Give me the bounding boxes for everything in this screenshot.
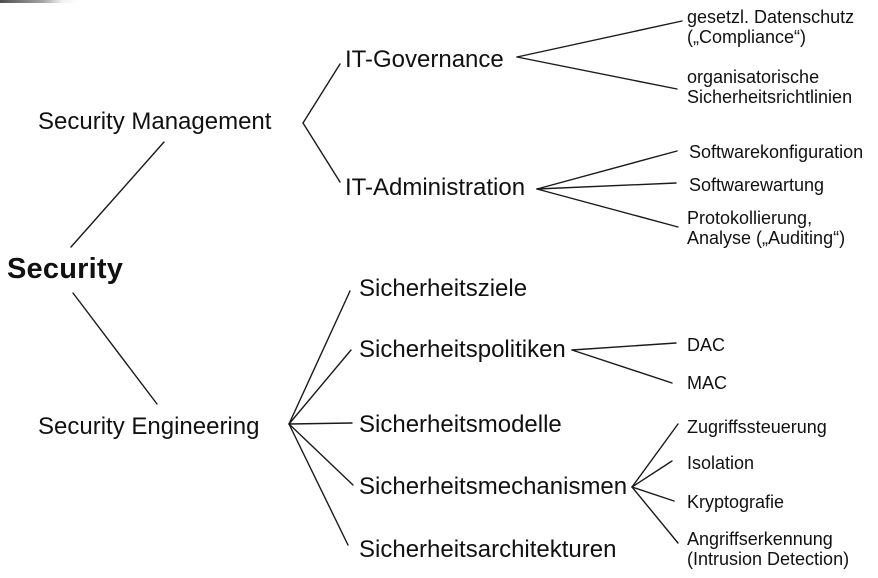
node-it-administration: IT-Administration <box>345 174 526 201</box>
leaf-dac: DAC <box>687 335 726 355</box>
leaf-isolation: Isolation <box>687 453 755 473</box>
edge-governance-richtlinien <box>516 56 678 90</box>
node-sicherheitsziele: Sicherheitsziele <box>359 275 528 302</box>
edge-administration-protokollierung <box>536 188 679 228</box>
edge-mechanismen-kryptografie <box>631 486 675 502</box>
screen-edge-artifact <box>0 0 78 3</box>
leaf-protokollierung-analyse-auditing: Protokollierung, Analyse („Auditing“) <box>687 208 846 248</box>
leaf-kryptografie: Kryptografie <box>687 492 785 512</box>
edge-root-management <box>70 141 165 248</box>
edge-administration-wartung <box>536 182 677 190</box>
edge-mechanismen-isolation <box>631 460 673 488</box>
node-sicherheitspolitiken: Sicherheitspolitiken <box>359 336 566 363</box>
edge-politiken-dac <box>571 342 677 351</box>
edge-engineering-mechanismen <box>288 423 354 486</box>
edge-engineering-ziele <box>288 290 351 425</box>
leaf-organisatorische-sicherheitsrichtlinien: organisatorische Sicherheitsrichtlinien <box>687 67 853 107</box>
edge-mechanismen-angriffserkennung <box>631 486 679 544</box>
edge-mechanismen-zugriffssteuerung <box>631 423 679 488</box>
edge-administration-konfiguration <box>536 150 678 190</box>
edge-management-administration <box>302 122 341 183</box>
node-it-governance: IT-Governance <box>345 46 504 73</box>
node-security-management: Security Management <box>38 108 272 135</box>
leaf-mac: MAC <box>687 373 727 393</box>
leaf-softwarewartung: Softwarewartung <box>689 175 825 195</box>
leaf-zugriffssteuerung: Zugriffssteuerung <box>687 417 827 437</box>
edge-politiken-mac <box>571 349 673 384</box>
edge-engineering-architekturen <box>288 423 349 546</box>
edge-governance-datenschutz <box>516 20 683 58</box>
edge-root-engineering <box>72 292 158 405</box>
leaf-softwarekonfiguration: Softwarekonfiguration <box>689 142 864 162</box>
node-sicherheitsarchitekturen: Sicherheitsarchitekturen <box>359 536 617 563</box>
node-sicherheitsmechanismen: Sicherheitsmechanismen <box>359 473 628 500</box>
node-security-root: Security <box>7 253 124 285</box>
edge-management-governance <box>302 63 341 124</box>
leaf-gesetzl-datenschutz-compliance: gesetzl. Datenschutz („Compliance“) <box>687 7 855 47</box>
leaf-angriffserkennung-intrusion-detection: Angriffserkennung (Intrusion Detection) <box>687 529 850 569</box>
node-sicherheitsmodelle: Sicherheitsmodelle <box>359 411 562 438</box>
node-security-engineering: Security Engineering <box>38 413 260 440</box>
edge-engineering-modelle <box>288 422 353 425</box>
edge-engineering-politiken <box>288 349 352 425</box>
